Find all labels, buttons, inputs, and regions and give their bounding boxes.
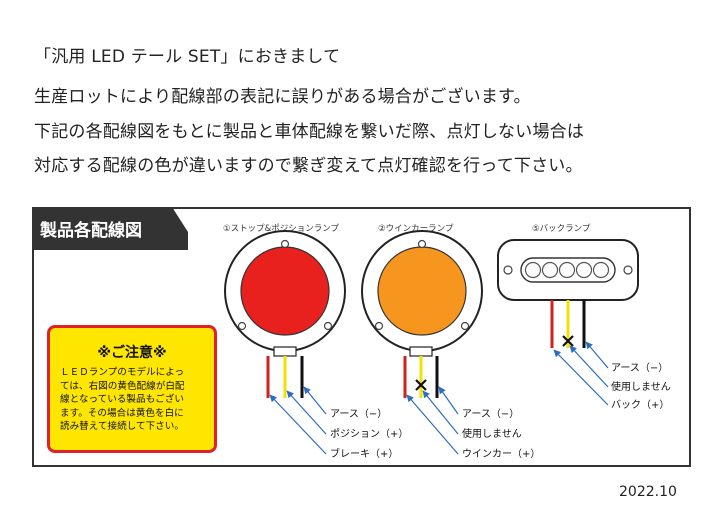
lamp3-label-back: バック（+） bbox=[611, 399, 669, 411]
stop-position-lamp: ①ストップ&ポジションランプ アース（−） ポジション（+） ブレーキ（+） bbox=[223, 224, 408, 460]
lamp1-label-brake: ブレーキ（+） bbox=[330, 447, 398, 460]
lamp1-label-earth: アース（−） bbox=[330, 408, 387, 420]
unused-cross-icon bbox=[562, 335, 574, 347]
lamp1-label-position: ポジション（+） bbox=[330, 428, 408, 440]
caution-box: ※ご注意※ ＬＥＤランプのモデルによっ ては、右図の黄色配線が白配 線となってい… bbox=[47, 325, 217, 453]
caution-line: 線となっている製品もござい bbox=[60, 394, 184, 405]
winker-lamp: ②ウインカーランプ アース（−） 使用しません ウインカー（+） bbox=[361, 224, 540, 460]
notice-line-1: 「汎用 LED テール SET」におきまして bbox=[34, 47, 341, 67]
caution-body: ＬＥＤランプのモデルによっ ては、右図の黄色配線が白配 線となっている製品もござ… bbox=[60, 366, 212, 434]
lamp2-title: ②ウインカーランプ bbox=[378, 224, 454, 234]
notice-line-4: 対応する配線の色が違いますので繋ぎ変えて点灯確認を行って下さい。 bbox=[34, 156, 583, 176]
caution-line: ます。その場合は黄色を白に bbox=[60, 407, 184, 419]
lamp3-label-unused: 使用しません bbox=[611, 380, 671, 393]
notice-line-2: 生産ロットにより配線部の表記に誤りがある場合がございます。 bbox=[34, 87, 531, 107]
unused-cross-icon bbox=[415, 379, 427, 391]
lamp2-label-earth: アース（−） bbox=[462, 408, 519, 420]
lamp1-title: ①ストップ&ポジションランプ bbox=[223, 224, 339, 234]
back-lamp: ⑤バックランプ アース（−） 使用しません バック（+） bbox=[497, 224, 671, 411]
led-chips bbox=[524, 261, 610, 279]
lamp2-label-unused: 使用しません bbox=[462, 427, 522, 440]
caution-line: 読み替えて接続して下さい。 bbox=[60, 421, 184, 432]
date-stamp: 2022.10 bbox=[619, 484, 677, 500]
panel-header: 製品各配線図 bbox=[32, 207, 188, 250]
caution-title: ※ご注意※ bbox=[97, 345, 167, 361]
caution-line: ＬＥＤランプのモデルによっ bbox=[60, 367, 185, 378]
caution-line: ては、右図の黄色配線が白配 bbox=[60, 380, 185, 392]
stop-lens bbox=[240, 246, 330, 336]
notice-line-3: 下記の各配線図をもとに製品と車体配線を繋いだ際、点灯しない場合は bbox=[34, 122, 585, 142]
lamp2-label-winker: ウインカー（+） bbox=[462, 448, 540, 460]
winker-lens bbox=[377, 246, 467, 336]
panel-header-text: 製品各配線図 bbox=[39, 220, 142, 241]
lamp3-title: ⑤バックランプ bbox=[532, 224, 591, 234]
lamp3-label-earth: アース（−） bbox=[611, 362, 668, 374]
